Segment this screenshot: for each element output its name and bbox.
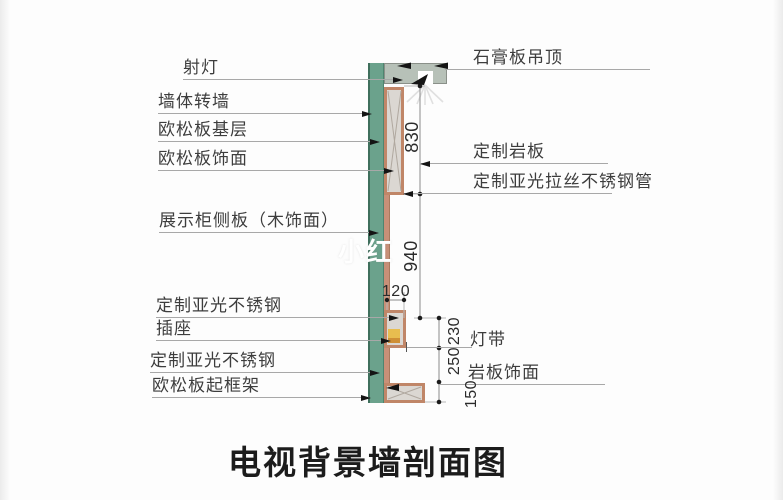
recessed-spotlight <box>418 71 433 84</box>
leader-steel-tube: 定制亚光拉丝不锈钢管 <box>403 173 652 197</box>
leader-arrow-icon <box>381 338 391 344</box>
label-spotlight: 射灯 <box>183 58 219 78</box>
label-socket: 插座 <box>156 319 192 339</box>
leader-steel-1: 定制亚光不锈钢 <box>156 296 399 321</box>
leader-arrow-icon <box>370 370 380 376</box>
watermark: 小红 <box>338 237 395 267</box>
leader-osb-frame: 欧松板起框架 <box>152 376 371 401</box>
label-light-strip: 灯带 <box>470 330 506 350</box>
dim-940: 940 <box>401 240 421 272</box>
osb-panel-bottom <box>384 383 425 403</box>
leader-arrow-icon <box>361 395 371 401</box>
leader-osb-finish: 欧松板饰面 <box>158 149 394 174</box>
leader-arrow-icon <box>389 315 399 321</box>
leader-tick-icon <box>406 342 407 352</box>
leader-rock-finish: 岩板饰面 <box>440 364 605 385</box>
label-osb-base: 欧松板基层 <box>158 120 248 140</box>
label-rock-finish: 岩板饰面 <box>468 363 540 383</box>
leader-spotlight: 射灯 <box>183 58 403 83</box>
leader-rock-slab: 定制岩板 <box>420 142 608 167</box>
dim-250: 250 <box>446 346 463 376</box>
label-cabinet-side: 展示柜侧板（木饰面） <box>159 211 339 231</box>
page-edge-right <box>773 0 783 500</box>
leader-arrow-icon <box>370 139 380 145</box>
power-socket <box>388 329 400 343</box>
leader-arrow-icon <box>384 168 394 174</box>
leader-arrow-icon <box>393 77 403 83</box>
leader-wall-turn: 墙体转墙 <box>158 92 372 117</box>
leader-arrow-icon <box>362 111 372 117</box>
osb-base-layer <box>384 195 390 384</box>
leader-socket: 插座 <box>156 319 391 344</box>
leader-arrow-icon <box>420 161 430 167</box>
label-wall-turn: 墙体转墙 <box>158 92 230 112</box>
osb-panel-upper <box>384 87 404 195</box>
dim-830: 830 <box>402 121 422 153</box>
light-rays-icon <box>406 84 444 105</box>
label-gypsum-ceiling: 石膏板吊顶 <box>473 48 563 68</box>
leader-arrow-icon <box>369 230 379 236</box>
leader-osb-base: 欧松板基层 <box>158 120 380 145</box>
dim-150: 150 <box>463 379 480 409</box>
label-steel-2: 定制亚光不锈钢 <box>150 351 276 371</box>
dim-120: 120 <box>381 283 411 300</box>
page-title: 电视背景墙剖面图 <box>228 444 508 481</box>
label-steel-tube: 定制亚光拉丝不锈钢管 <box>473 172 653 192</box>
page-edge-left <box>0 0 10 500</box>
leader-cabinet-side: 展示柜侧板（木饰面） <box>159 211 379 236</box>
label-osb-frame: 欧松板起框架 <box>152 376 260 396</box>
label-osb-finish: 欧松板饰面 <box>158 149 248 169</box>
leader-arrow-icon <box>403 191 413 197</box>
leader-steel-2: 定制亚光不锈钢 <box>150 351 380 376</box>
leader-gypsum-ceiling: 石膏板吊顶 <box>445 49 650 70</box>
label-steel-1: 定制亚光不锈钢 <box>156 296 282 316</box>
label-rock-slab: 定制岩板 <box>473 142 545 162</box>
